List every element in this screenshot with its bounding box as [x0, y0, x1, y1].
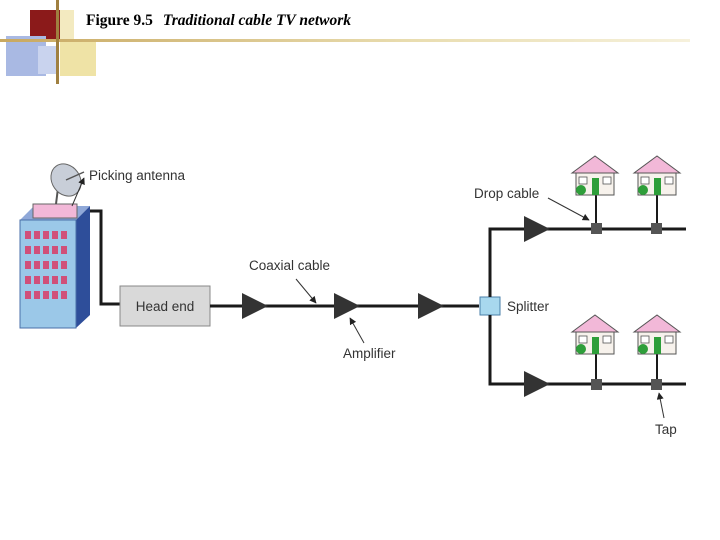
tap-icon: [651, 379, 662, 390]
label-head-end: Head end: [136, 299, 195, 314]
amplifier-icon: [524, 371, 550, 397]
tap-icon: [591, 379, 602, 390]
coaxial-cable-pointer: [295, 278, 317, 304]
house-icon: [632, 314, 682, 355]
lower-branch-cable: [488, 315, 686, 386]
antenna-pointer: [71, 177, 85, 207]
tap-icon: [651, 223, 662, 234]
label-coaxial-cable: Coaxial cable: [249, 258, 330, 273]
antenna-cable: [90, 209, 120, 306]
amplifier-icon: [334, 293, 360, 319]
label-drop-cable: Drop cable: [474, 186, 539, 201]
building: [19, 206, 90, 329]
antenna-icon: [32, 163, 85, 219]
decor-line-vertical: [56, 0, 59, 84]
amplifier-icon: [418, 293, 444, 319]
splitter-box: [479, 296, 501, 316]
house-icon: [570, 155, 620, 196]
decor-line-horizontal: [0, 39, 690, 42]
amplifier-pointer: [349, 317, 365, 344]
amplifier-icon: [524, 216, 550, 242]
amplifier-icon: [242, 293, 268, 319]
tap-pointer: [656, 392, 665, 419]
decor-square-blue-light: [38, 46, 58, 74]
figure-caption: Traditional cable TV network: [162, 12, 352, 29]
house-icon: [632, 155, 682, 196]
figure-number: Figure 9.5: [86, 12, 153, 29]
house-icon: [570, 314, 620, 355]
label-picking-antenna: Picking antenna: [89, 168, 186, 183]
decor-square-red: [30, 10, 60, 40]
label-tap: Tap: [655, 422, 677, 437]
drop-cable-pointer: [547, 197, 590, 221]
upper-branch-cable: [488, 227, 686, 297]
decor-square-yellow: [60, 40, 96, 76]
figure-title: Figure 9.5 Traditional cable TV network: [86, 12, 351, 30]
label-splitter: Splitter: [507, 299, 550, 314]
label-amplifier: Amplifier: [343, 346, 396, 361]
decor-square-yellow-top: [60, 10, 74, 40]
tap-icon: [591, 223, 602, 234]
